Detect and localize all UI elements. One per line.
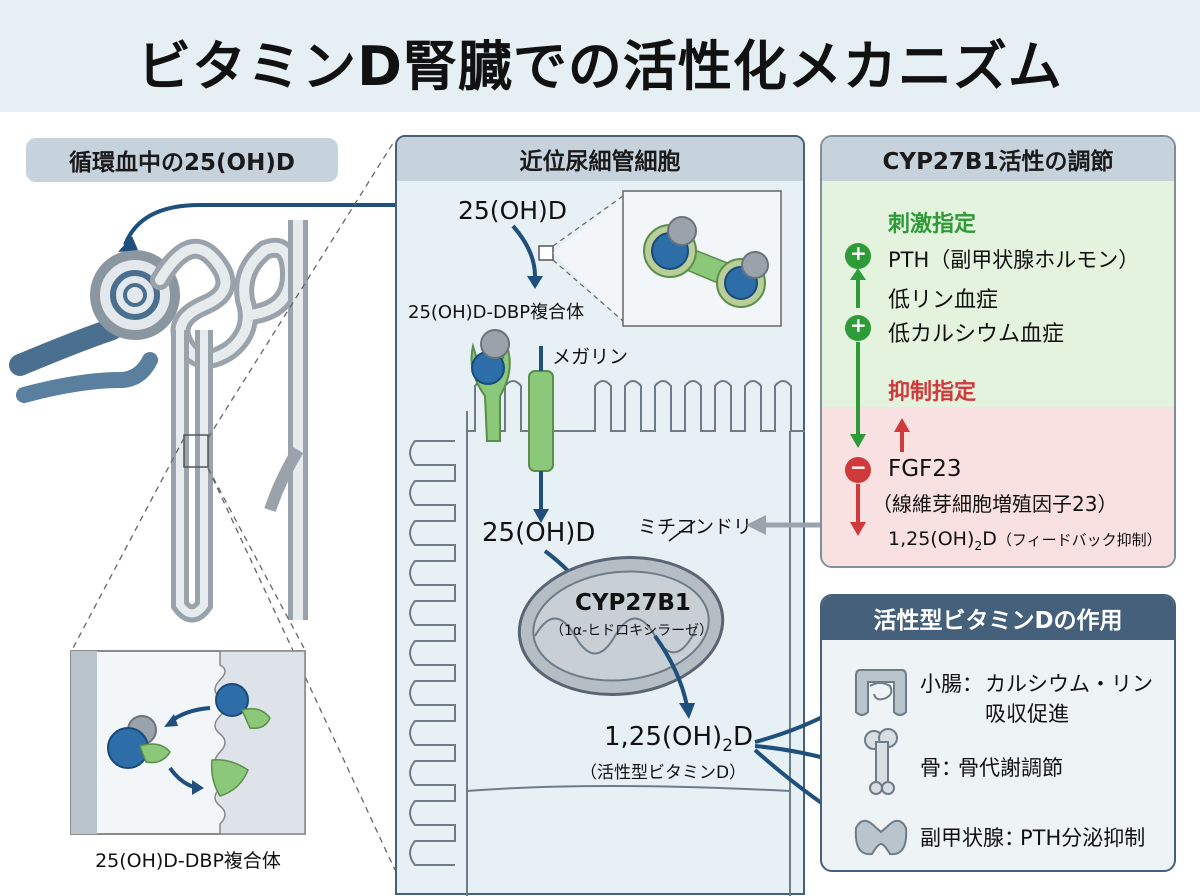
inner-metabolite: 25(OH)D: [482, 518, 596, 548]
stim-item-pth: PTH（副甲状腺ホルモン）: [888, 248, 1140, 272]
title-band: [0, 0, 1200, 112]
intestine-icon: [855, 669, 907, 716]
minus-sign: −: [850, 455, 867, 479]
thyroid-icon: [854, 819, 908, 856]
feedback-label: 1,25(OH)2D（フィードバック抑制）: [888, 528, 1162, 553]
enzyme-sublabel: （1α-ヒドロキシラーゼ）: [550, 623, 714, 639]
center-header: 近位尿細管細胞: [397, 137, 803, 181]
inhib-item-fgf23-note: （線維芽細胞増殖因子23）: [872, 492, 1118, 516]
plus-sign-1: +: [850, 241, 867, 265]
nephron-diagram: [9, 203, 400, 623]
plus-icon-1: [845, 243, 871, 269]
regulation-arrows: [845, 243, 910, 536]
stim-title: 刺激指定: [888, 212, 977, 237]
action-organ-parathyroid: 副甲状腺：: [920, 826, 1025, 850]
megalin-label: メガリン: [552, 346, 629, 368]
bone-icon: [864, 728, 898, 795]
action-organ-bone: 骨：: [920, 756, 962, 780]
action-effect-parathyroid: PTH分泌抑制: [1020, 826, 1146, 850]
actions-header: 活性型ビタミンDの作用: [822, 596, 1174, 640]
left-header: 循環血中の25(OH)D: [26, 138, 338, 182]
blood-vessel-lower: [16, 352, 158, 403]
arrow-to-product: [653, 634, 689, 707]
stim-item-hypophosphatemia: 低リン血症: [888, 288, 999, 313]
action-effect-intestine-2: 吸収促進: [985, 702, 1069, 726]
vitamin-d-ball: [215, 683, 249, 717]
brush-border: [466, 380, 805, 432]
action-effect-intestine: カルシウム・リン: [985, 672, 1153, 696]
minus-icon: [845, 457, 871, 483]
inset-diagram: [70, 650, 306, 835]
enzyme-label: CYP27B1: [575, 590, 691, 616]
basolateral-folds: [409, 440, 456, 866]
complex-label: 25(OH)D-DBP複合体: [408, 302, 585, 323]
megalin-channel: [528, 370, 554, 472]
regulation-panel: [820, 135, 1176, 568]
stim-item-hypocalcemia: 低カルシウム血症: [888, 322, 1065, 347]
regulation-header: CYP27B1活性の調節: [822, 137, 1174, 181]
top-metabolite: 25(OH)D: [458, 196, 568, 225]
inhib-title: 抑制指定: [888, 380, 977, 405]
page-title: ビタミンD腎臓での活性化メカニズム: [137, 35, 1063, 98]
product-note: （活性型ビタミンD）: [580, 763, 747, 783]
zoom-box: [183, 434, 209, 468]
mito-label: ミチコンドリ: [638, 516, 753, 538]
zoom-box-small: [538, 245, 554, 261]
arrow-to-complex: [511, 224, 537, 277]
plus-icon-2: [845, 315, 871, 341]
inset-caption: 25(OH)D-DBP複合体: [95, 850, 281, 872]
cell-diagram: [409, 190, 805, 896]
action-effect-bone: 骨代謝調節: [958, 756, 1063, 780]
product-label: 1,25(OH)2D: [604, 722, 753, 756]
inhib-item-fgf23: FGF23: [888, 456, 962, 482]
dbp-shape: [240, 707, 271, 730]
feedback-arrow: [746, 515, 828, 535]
action-organ-intestine: 小腸：: [920, 672, 983, 696]
arrow-to-glomerulus: [123, 203, 400, 246]
plus-sign-2: +: [850, 313, 867, 337]
